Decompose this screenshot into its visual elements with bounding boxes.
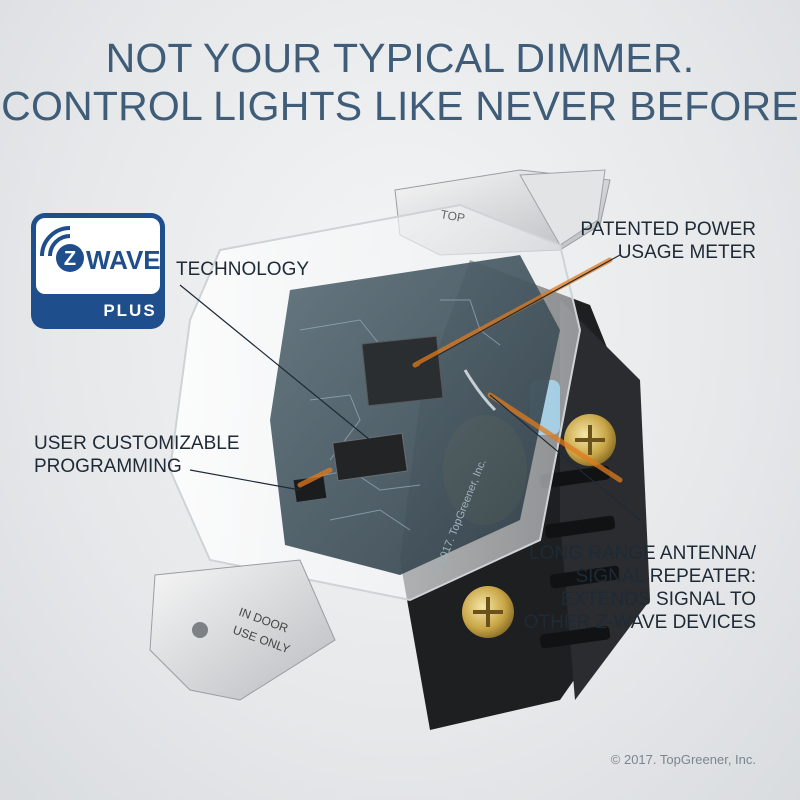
top-strap-wing <box>519 169 606 246</box>
pointer-lines <box>179 254 641 521</box>
callout-antenna-line-2: SIGNAL REPEATER: <box>575 566 756 587</box>
bottom-mounting-strap <box>149 559 336 701</box>
callout-technology: TECHNOLOGY <box>176 258 309 281</box>
circuit-board <box>270 255 560 575</box>
callout-antenna-line-1: LONG RANGE ANTENNA/ <box>529 543 756 564</box>
callout-programming-line-2: PROGRAMMING <box>34 456 182 477</box>
zwave-z-letter: Z <box>64 248 76 270</box>
headline-line-2: CONTROL LIGHTS LIKE NEVER BEFORE <box>1 83 799 129</box>
callout-programming: USER CUSTOMIZABLE PROGRAMMING <box>34 432 240 478</box>
strap-hole <box>192 622 208 638</box>
callout-antenna-line-3: EXTENDS SIGNAL TO <box>561 589 756 610</box>
antenna-trace <box>463 369 497 412</box>
housing-side <box>560 300 650 700</box>
callout-power-meter-line-1: PATENTED POWER <box>580 219 756 240</box>
headline-line-1: NOT YOUR TYPICAL DIMMER. <box>105 35 695 81</box>
power-meter-chip <box>361 335 444 407</box>
callout-antenna-line-4: OTHER Z-WAVE DEVICES <box>523 612 756 633</box>
callout-power-meter: PATENTED POWER USAGE METER <box>580 218 756 264</box>
housing-ribs <box>539 465 621 649</box>
terminal-screw-bottom <box>462 586 514 638</box>
callout-technology-text: TECHNOLOGY <box>176 259 310 280</box>
callout-antenna: LONG RANGE ANTENNA/ SIGNAL REPEATER: EXT… <box>524 542 756 634</box>
zwave-plus-logo: Z WAVE PLUS <box>31 213 165 329</box>
leader-lines <box>297 257 623 488</box>
callout-programming-line-1: USER CUSTOMIZABLE <box>34 433 240 454</box>
copyright-notice: © 2017. TopGreener, Inc. <box>610 752 756 767</box>
device-top-label: TOP <box>439 207 466 225</box>
callout-power-meter-line-2: USAGE METER <box>617 242 756 263</box>
zwave-plus-text: PLUS <box>103 301 156 320</box>
headline: NOT YOUR TYPICAL DIMMER. CONTROL LIGHTS … <box>0 34 800 130</box>
zwave-wave-text: WAVE <box>86 245 161 275</box>
